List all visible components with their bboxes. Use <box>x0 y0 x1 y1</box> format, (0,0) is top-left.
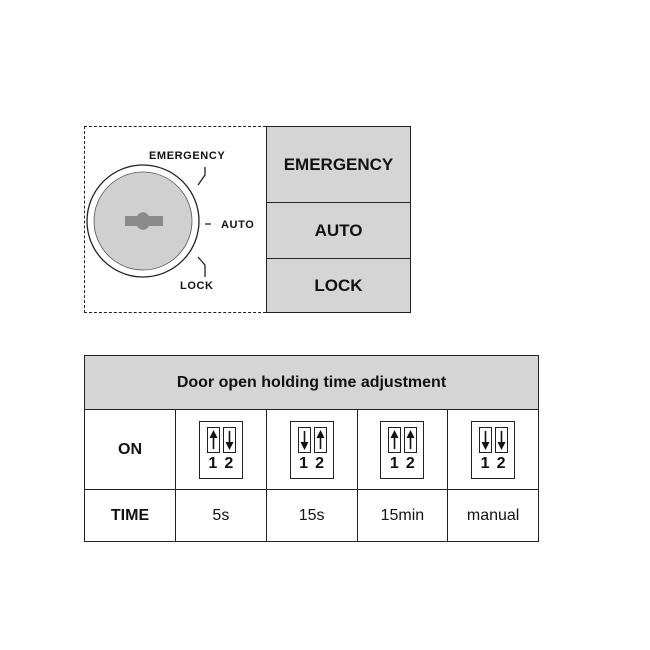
arrow-down-icon <box>481 430 490 450</box>
time-value: manual <box>466 506 520 524</box>
arrow-up-icon <box>390 429 399 449</box>
arrow-up-icon <box>209 429 218 449</box>
dip-switch-2-slot <box>313 426 327 453</box>
auto-position-label: AUTO <box>221 219 255 231</box>
emergency-position-label: EMERGENCY <box>149 150 226 162</box>
key-switch-panel: EMERGENCY AUTO LOCK <box>84 126 266 313</box>
dip-switch-2-slot <box>495 426 509 453</box>
dip-switch-1-slot <box>206 426 220 453</box>
dip-switch-number: 2 <box>496 454 506 472</box>
dip-switch-1-slot <box>297 426 311 453</box>
dip-switch-number: 1 <box>299 454 309 472</box>
lock-leader-line <box>197 256 206 277</box>
dip-switch-number: 2 <box>315 454 325 472</box>
arrow-down-icon <box>497 430 506 450</box>
dip-switch-number: 1 <box>389 454 399 472</box>
dip-switch-2-slot <box>404 426 418 453</box>
time-label: TIME <box>85 490 176 541</box>
on-label: ON <box>85 410 176 489</box>
time-value: 5s <box>176 490 267 541</box>
arrow-up-icon <box>316 429 325 449</box>
arrow-up-icon <box>406 429 415 449</box>
mode-table: EMERGENCY AUTO LOCK <box>266 126 411 313</box>
holding-time-title: Door open holding time adjustment <box>85 356 538 410</box>
mode-auto: AUTO <box>267 203 410 259</box>
mode-emergency: EMERGENCY <box>267 127 410 203</box>
key-slot <box>125 212 163 230</box>
time-value: 15min <box>358 490 449 541</box>
key-switch-drawing <box>86 164 211 278</box>
arrow-down-icon <box>225 430 234 450</box>
arrow-down-icon <box>300 430 309 450</box>
dip-switch-number: 2 <box>224 454 234 472</box>
time-value: 15s <box>267 490 358 541</box>
lock-position-label: LOCK <box>180 280 214 292</box>
time-row: TIME 5s 15s 15min manual <box>85 490 538 541</box>
dip-switch-1-slot <box>479 426 493 453</box>
dip-switch-number: 1 <box>208 454 218 472</box>
emergency-leader-line <box>197 167 206 186</box>
dip-switch-number: 1 <box>480 454 490 472</box>
mode-lock: LOCK <box>267 259 410 312</box>
dip-switch-1-slot <box>388 426 402 453</box>
dip-switch-2-slot <box>222 426 236 453</box>
dip-switch-number: 2 <box>405 454 415 472</box>
